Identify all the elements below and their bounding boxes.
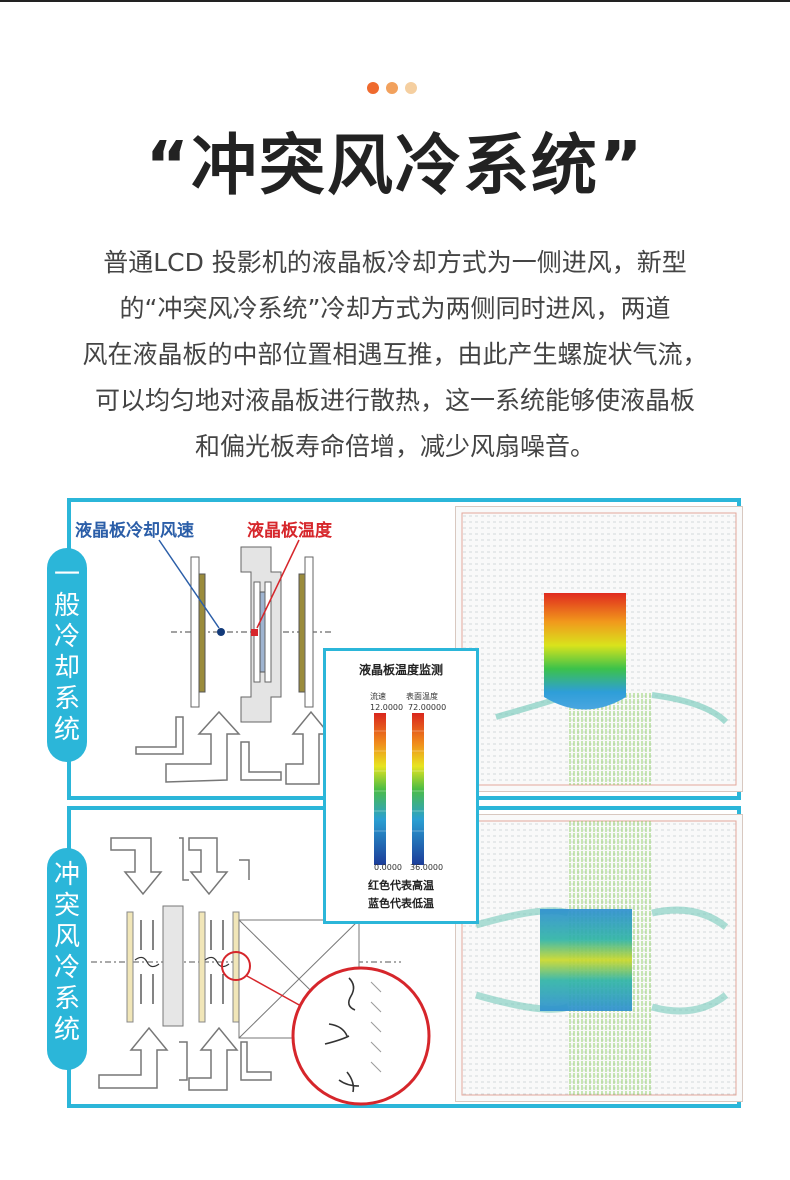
legend-temp-max: 72.00000 [408, 703, 447, 712]
side-char: 冷 [53, 953, 80, 983]
description-paragraph: 普通LCD 投影机的液晶板冷却方式为一侧进风，新型 的“冲突风冷系统”冷却方式为… [36, 240, 754, 470]
annotation-cooling-speed: 液晶板冷却风速 [75, 521, 194, 541]
legend-title: 液晶板温度监测 [358, 663, 443, 677]
description-line-4: 可以均匀地对液晶板进行散热，这一系统能够使液晶板 [94, 386, 695, 415]
side-char: 般 [53, 591, 80, 621]
conventional-cooling-diagram [135, 539, 333, 785]
conventional-cooling-panel: 液晶板冷却风速 液晶板温度 [67, 498, 743, 800]
dot-2 [386, 82, 398, 94]
legend-temp-min: 36.0000 [410, 863, 444, 872]
conventional-airflow-simulation [455, 506, 743, 792]
legend-note-blue: 蓝色代表低温 [368, 897, 434, 910]
legend-color-bars [374, 713, 424, 865]
legend-speed-max: 12.0000 [370, 703, 404, 712]
side-char: 冲 [53, 860, 80, 890]
conflict-cooling-diagram [91, 837, 431, 1106]
legend-note-red: 红色代表高温 [368, 879, 434, 892]
side-label-conventional-cooling: 一 般 冷 却 系 统 [47, 548, 87, 762]
decorative-dots [367, 82, 417, 94]
side-char: 冷 [53, 622, 80, 652]
conflict-airflow-simulation [455, 814, 743, 1102]
side-char: 突 [53, 891, 80, 921]
description-line-2: 的“冲突风冷系统”冷却方式为两侧同时进风，两道 [119, 294, 671, 323]
top-border-line [0, 0, 790, 2]
side-char: 系 [53, 984, 80, 1014]
legend-col-temp: 表面温度 [406, 692, 438, 701]
conflict-cooling-panel [67, 806, 743, 1108]
side-char: 风 [53, 922, 80, 952]
temperature-legend-card: 液晶板温度监测 流速 表面温度 12.0000 72.00000 0.0000 … [323, 648, 479, 924]
side-char: 一 [53, 560, 80, 590]
side-char: 系 [53, 684, 80, 714]
side-label-conflict-cooling: 冲 突 风 冷 系 统 [47, 848, 87, 1070]
side-char: 却 [53, 653, 80, 683]
dot-3 [405, 82, 417, 94]
annotation-panel-temperature: 液晶板温度 [247, 521, 332, 541]
page-title: “冲突风冷系统” [145, 127, 645, 204]
side-char: 统 [53, 1015, 80, 1045]
side-char: 统 [53, 715, 80, 745]
description-line-3: 风在液晶板的中部位置相遇互推，由此产生螺旋状气流， [82, 340, 708, 369]
description-line-5: 和偏光板寿命倍增，减少风扇噪音。 [194, 432, 595, 461]
legend-col-speed: 流速 [370, 692, 386, 701]
description-line-1: 普通LCD 投影机的液晶板冷却方式为一侧进风，新型 [103, 248, 687, 277]
dot-1 [367, 82, 379, 94]
legend-speed-min: 0.0000 [374, 863, 402, 872]
